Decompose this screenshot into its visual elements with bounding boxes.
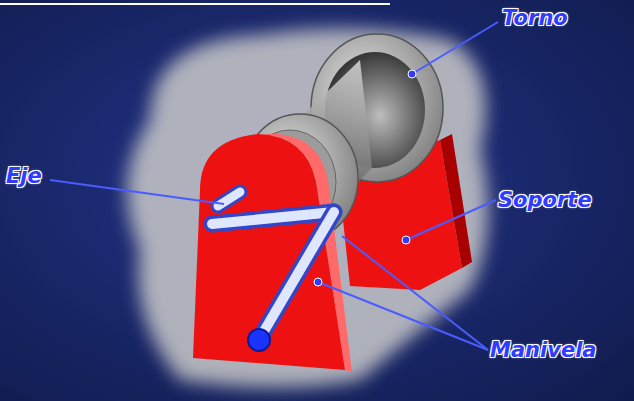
leader-dot [408, 70, 416, 78]
leader-line [406, 200, 496, 240]
label-wrap: Torno [502, 6, 568, 30]
label-wrap: Manivela [490, 338, 597, 362]
crank-handle [260, 212, 334, 338]
leader-lines [50, 22, 498, 350]
leader-line [318, 282, 488, 350]
shadow-cloud [127, 29, 488, 388]
leader-dot [402, 236, 410, 244]
leader-line [342, 236, 488, 350]
part-label: Eje [6, 164, 42, 188]
crank-handle-outline [260, 212, 334, 338]
top-rule [0, 3, 390, 5]
part-label: Soporte [498, 188, 592, 212]
leader-dot [314, 278, 322, 286]
crank [212, 192, 334, 338]
part-label: Manivela [490, 338, 597, 362]
crank-arm-outline [212, 212, 334, 224]
front-support [193, 134, 345, 370]
part-label: Torno [502, 6, 568, 30]
handle-end [248, 329, 270, 351]
leader-dots [314, 70, 416, 286]
leader-line [50, 180, 224, 204]
leader-line [412, 22, 498, 74]
label-wrap: Soporte [498, 188, 592, 212]
back-support-side [440, 134, 472, 268]
crank-arm [212, 212, 334, 224]
label-wrap: Eje [6, 164, 42, 188]
